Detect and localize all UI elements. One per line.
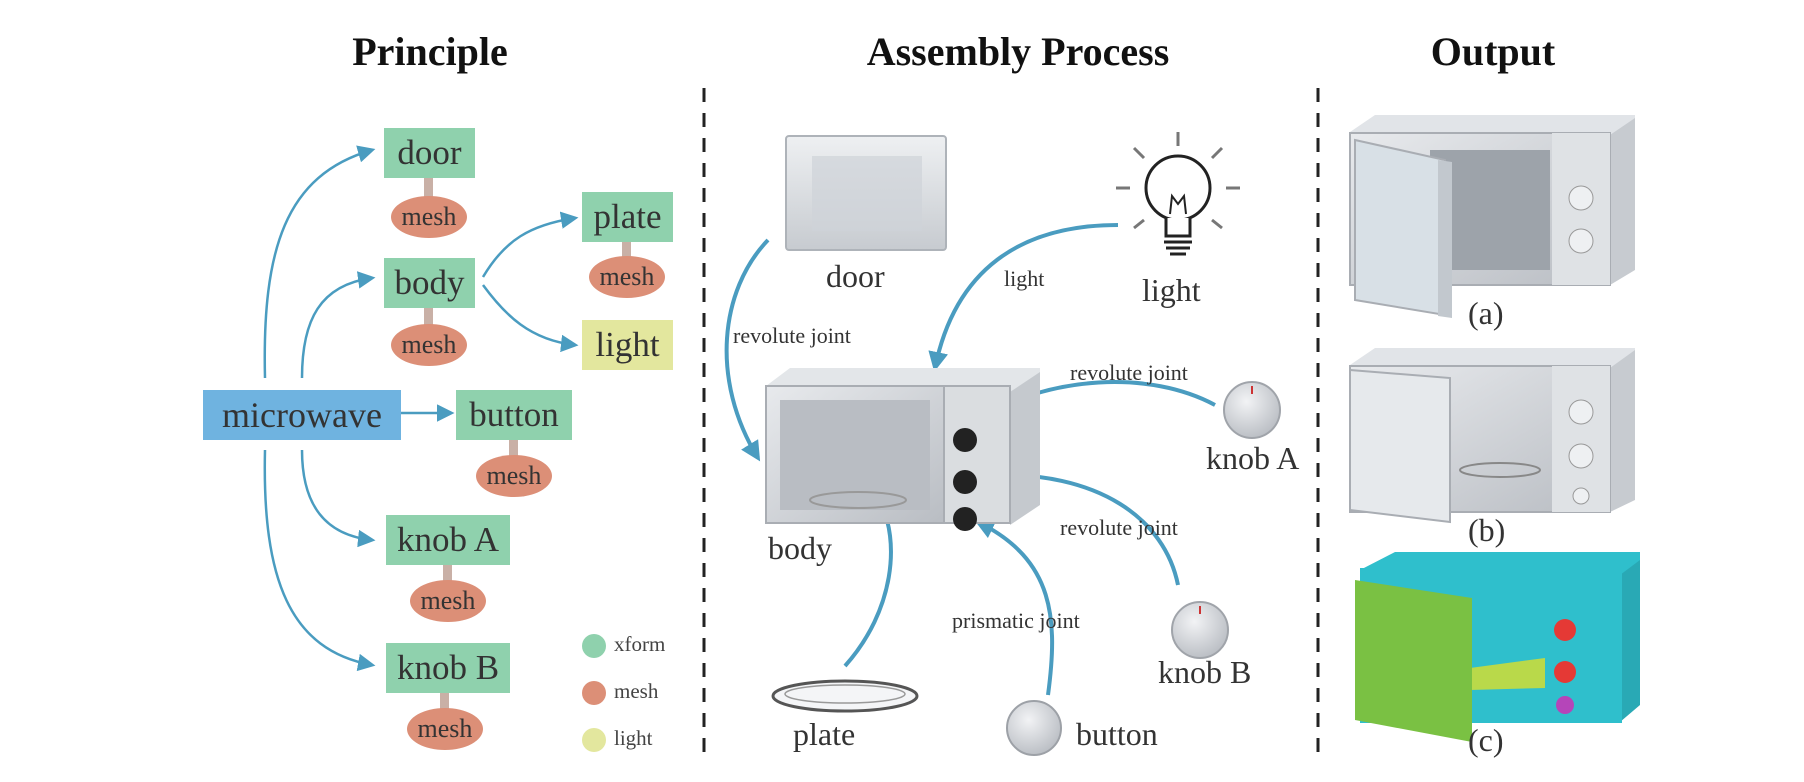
door-mesh-node: mesh — [391, 196, 467, 238]
knob-a-mesh-node: mesh — [410, 580, 486, 622]
body-mesh-node: mesh — [391, 324, 467, 366]
principle-title: Principle — [352, 29, 508, 74]
assembly-title: Assembly Process — [866, 29, 1170, 74]
output-caption-c: (c) — [1468, 722, 1504, 758]
legend-mesh-label: mesh — [614, 679, 659, 703]
legend-xform-swatch — [582, 634, 606, 658]
output-b-illustration — [1349, 348, 1635, 524]
light-node: light — [582, 320, 673, 370]
principle-arrows — [263, 145, 579, 672]
output-title: Output — [1430, 29, 1556, 74]
body-xform-node: body — [384, 258, 475, 308]
plate-xform-node: plate — [582, 192, 673, 242]
door-stem — [424, 178, 433, 198]
legend-light-swatch — [582, 728, 606, 752]
knob-b-mesh-node: mesh — [407, 708, 483, 750]
knob-a-xform-node: knob A — [386, 515, 510, 565]
body-part-illustration — [765, 368, 1040, 531]
button-illustration — [1006, 700, 1062, 756]
legend-light-label: light — [614, 726, 653, 750]
knob-b-xform-node: knob B — [386, 643, 510, 693]
assembly-knob-b-label: knob B — [1158, 654, 1252, 690]
knob-a-joint-label: revolute joint — [1070, 360, 1188, 385]
legend-xform-label: xform — [614, 632, 666, 656]
knob-a-illustration — [1223, 381, 1281, 439]
button-xform-node: button — [456, 390, 572, 440]
output-caption-a: (a) — [1468, 295, 1504, 331]
plate-illustration — [771, 679, 919, 713]
assembly-button-label: button — [1076, 716, 1158, 752]
microwave-root-node: microwave — [203, 390, 401, 440]
door-part-illustration — [785, 135, 947, 251]
knob-a-stem — [443, 565, 452, 585]
door-joint-label: revolute joint — [733, 323, 851, 348]
light-bulb-illustration — [1116, 132, 1240, 256]
plate-mesh-node: mesh — [589, 256, 665, 298]
door-xform-node: door — [384, 128, 475, 178]
output-a-illustration — [1349, 115, 1635, 318]
plate-stem — [622, 242, 631, 262]
knob-b-illustration — [1171, 601, 1229, 659]
assembly-light-label: light — [1142, 272, 1201, 308]
assembly-plate-label: plate — [793, 716, 856, 752]
output-caption-b: (b) — [1468, 512, 1506, 548]
knob-b-stem — [440, 693, 449, 713]
button-joint-label: prismatic joint — [952, 608, 1080, 633]
knob-b-joint-label: revolute joint — [1060, 515, 1178, 540]
legend-mesh-swatch — [582, 681, 606, 705]
assembly-knob-a-label: knob A — [1206, 440, 1300, 476]
light-joint-label: light — [1004, 266, 1045, 291]
button-stem — [509, 440, 518, 460]
assembly-door-label: door — [826, 258, 885, 294]
assembly-body-label: body — [768, 530, 832, 566]
button-mesh-node: mesh — [476, 455, 552, 497]
body-stem — [424, 308, 433, 328]
output-c-illustration — [1355, 552, 1640, 742]
